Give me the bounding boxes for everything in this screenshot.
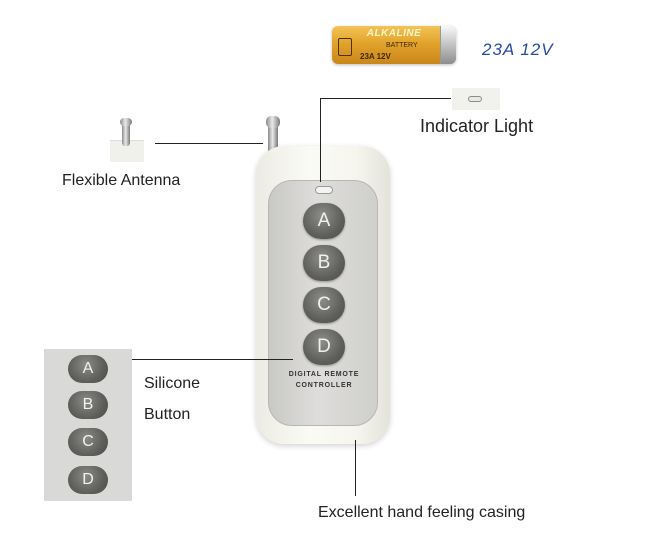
silicone-label-line2: Button	[144, 406, 191, 423]
antenna-callout-line	[155, 143, 263, 144]
indicator-light-icon	[468, 96, 482, 102]
remote-button-c[interactable]: C	[303, 287, 345, 323]
panel-button-d: D	[68, 466, 108, 494]
panel-button-b: B	[68, 391, 108, 419]
battery-cap	[440, 26, 456, 64]
remote-faceplate: A B C D DIGITAL REMOTE CONTROLLER	[268, 180, 378, 426]
antenna-thumbnail	[108, 118, 146, 162]
indicator-led	[315, 186, 333, 194]
panel-button-a: A	[68, 355, 108, 383]
silicone-callout-line	[132, 359, 293, 360]
remote-control: A B C D DIGITAL REMOTE CONTROLLER	[256, 146, 390, 444]
indicator-callout-line-horizontal	[320, 98, 451, 99]
battery-brand: ALKALINE	[366, 28, 422, 39]
remote-antenna	[260, 114, 288, 160]
battery-label: BATTERY	[386, 42, 418, 49]
battery-spec: 23A 12V	[482, 40, 554, 59]
silicone-button-panel: A B C D	[44, 349, 132, 501]
remote-button-a[interactable]: A	[303, 203, 345, 239]
battery-image: ALKALINE BATTERY 23A 12V	[332, 26, 456, 64]
indicator-thumbnail	[452, 88, 500, 110]
remote-print-line2: CONTROLLER	[295, 382, 353, 389]
antenna-label: Flexible Antenna	[62, 172, 181, 189]
remote-print-line1: DIGITAL REMOTE	[288, 371, 360, 378]
silicone-label-line1: Silicone	[144, 375, 201, 392]
casing-callout-line	[355, 440, 356, 496]
panel-button-c: C	[68, 428, 108, 456]
indicator-label: Indicator Light	[420, 116, 534, 136]
remote-button-b[interactable]: B	[303, 245, 345, 281]
casing-label: Excellent hand feeling casing	[318, 504, 526, 521]
battery-model: 23A 12V	[360, 52, 391, 61]
remote-button-d[interactable]: D	[303, 329, 345, 365]
indicator-callout-line-vertical	[320, 98, 321, 182]
recycle-bin-icon	[338, 38, 352, 56]
